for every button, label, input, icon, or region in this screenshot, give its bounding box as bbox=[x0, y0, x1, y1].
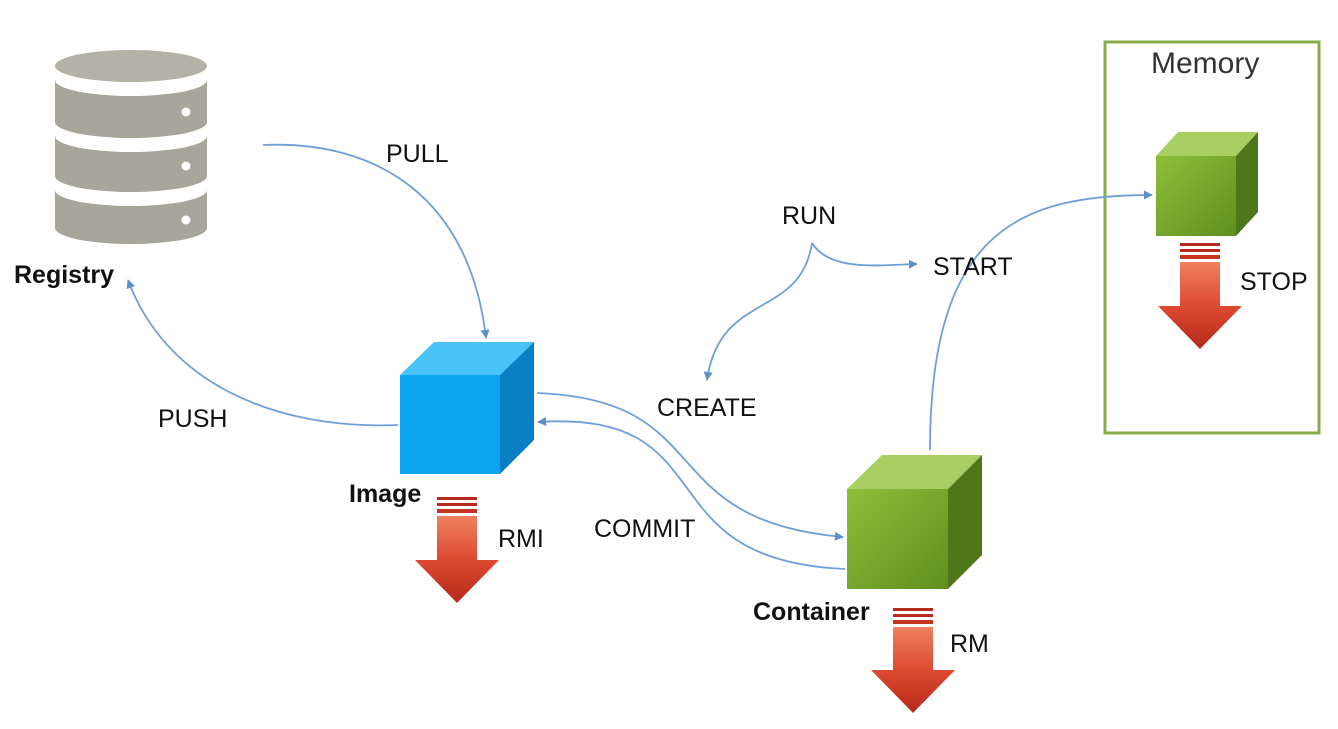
green-cube-icon bbox=[847, 455, 982, 589]
down-arrow-icon bbox=[415, 497, 499, 603]
commit-label: COMMIT bbox=[594, 515, 695, 543]
start-arrow bbox=[929, 190, 1153, 451]
start-label: START bbox=[933, 253, 1013, 281]
run-label: RUN bbox=[782, 202, 836, 230]
run-start-arrow bbox=[811, 242, 918, 269]
down-arrow-icon bbox=[871, 608, 955, 713]
memory-label: Memory bbox=[1151, 47, 1259, 80]
container-label: Container bbox=[753, 598, 870, 626]
push-label: PUSH bbox=[158, 405, 227, 433]
create-label: CREATE bbox=[657, 394, 757, 422]
database-icon bbox=[55, 50, 207, 244]
rm-label: RM bbox=[950, 630, 989, 658]
rmi-label: RMI bbox=[498, 525, 544, 553]
pull-arrow bbox=[262, 143, 490, 339]
blue-cube-icon bbox=[400, 342, 534, 474]
green-cube-icon bbox=[1156, 132, 1258, 236]
pull-label: PULL bbox=[386, 140, 449, 168]
image-label: Image bbox=[349, 480, 421, 508]
stop-label: STOP bbox=[1240, 268, 1308, 296]
down-arrow-icon bbox=[1158, 243, 1242, 349]
registry-label: Registry bbox=[14, 261, 114, 289]
create-arrow bbox=[536, 392, 844, 541]
push-arrow bbox=[126, 279, 399, 427]
commit-arrow bbox=[537, 417, 846, 570]
memory-box: Memory bbox=[1103, 40, 1321, 435]
run-create-arrow bbox=[703, 242, 813, 381]
